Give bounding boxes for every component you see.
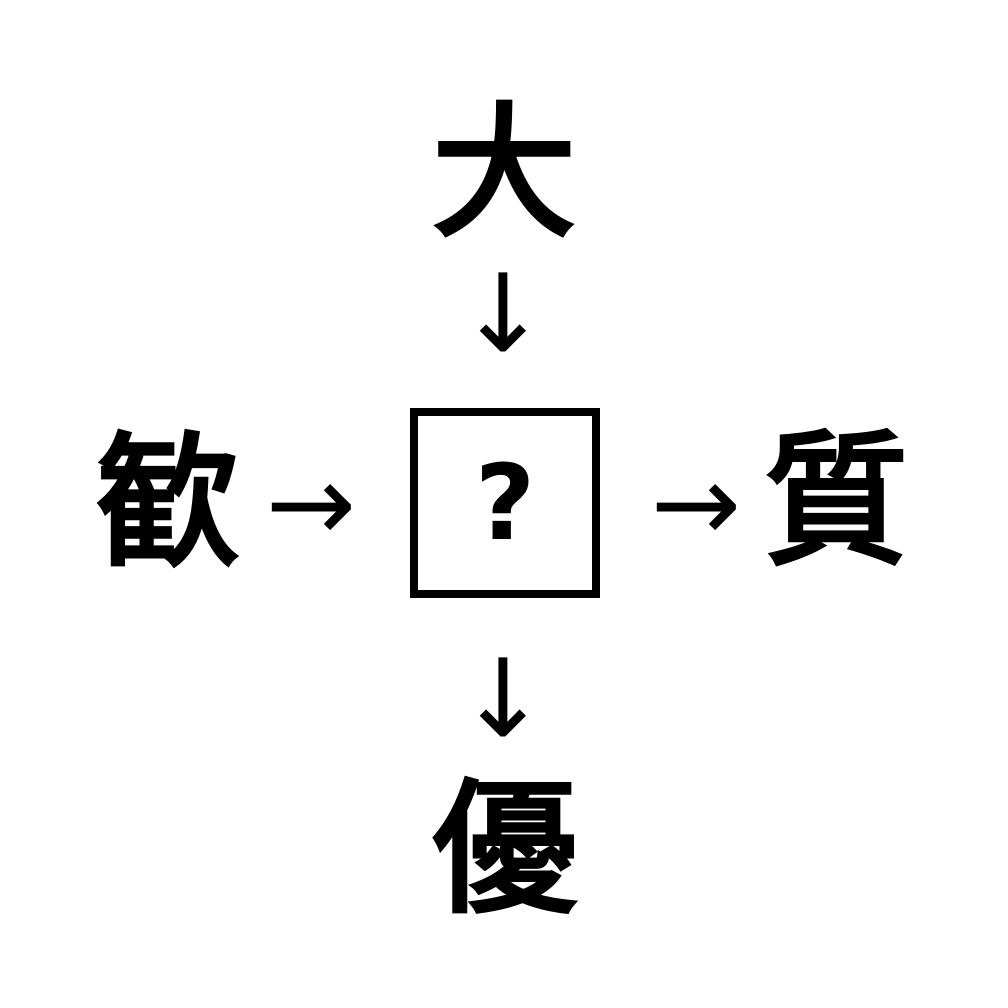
arrow-down-icon: ↓ <box>457 637 549 762</box>
kanji-top: 大 <box>431 89 577 259</box>
question-mark: ? <box>474 442 536 564</box>
kanji-bottom: 優 <box>432 765 578 935</box>
kanji-right: 質 <box>763 417 909 587</box>
arrow-right-icon: → <box>265 442 357 567</box>
mystery-kanji-box: ? <box>410 408 600 598</box>
arrow-down-icon: ↓ <box>457 252 549 377</box>
arrow-right-icon: → <box>650 442 742 567</box>
kanji-left: 歓 <box>95 419 241 589</box>
